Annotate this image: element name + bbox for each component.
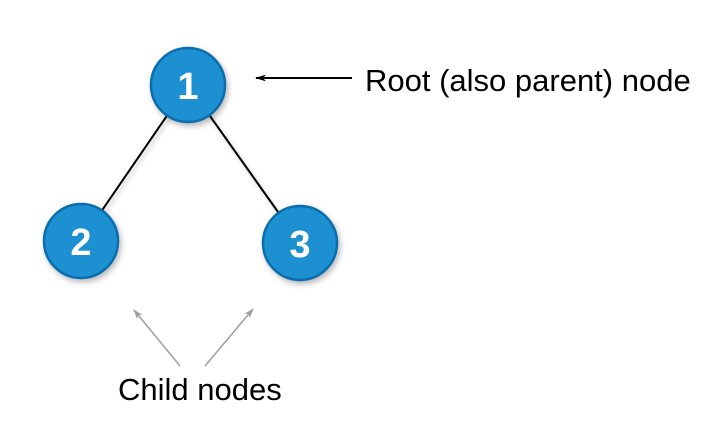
- root-node: 1: [149, 46, 227, 124]
- children-annotation-arrow-left: [133, 309, 181, 367]
- root-annotation-label: Root (also parent) node: [365, 63, 691, 98]
- root-node-label: 1: [177, 66, 198, 108]
- left-child-node-label: 2: [70, 222, 91, 264]
- left-child-node-circle: [42, 202, 120, 280]
- right-child-node-circle: [261, 204, 339, 282]
- children-annotation-label: Child nodes: [118, 372, 282, 407]
- root-node-circle: [149, 46, 227, 124]
- left-child-node: 2: [42, 202, 120, 280]
- children-annotation-arrow-right: [204, 308, 254, 367]
- right-child-node-label: 3: [289, 224, 310, 266]
- right-child-node: 3: [261, 204, 339, 282]
